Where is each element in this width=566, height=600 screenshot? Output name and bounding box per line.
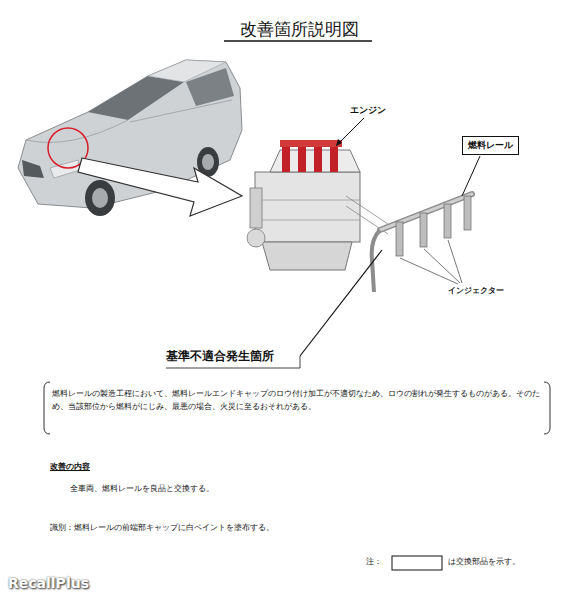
- part-label: インジェクター: [448, 286, 504, 297]
- note-text: は交換部品を示す。: [448, 557, 520, 568]
- leader-line: [300, 356, 301, 368]
- fuel-rail-illustration: [372, 194, 472, 292]
- watermark: RecallPlus: [8, 574, 89, 593]
- leader-line: [462, 156, 480, 196]
- label-underline: [166, 368, 300, 369]
- diagram-title: 改善箇所説明図: [224, 18, 374, 41]
- leader-line: [424, 249, 460, 283]
- leader-line: [448, 240, 462, 283]
- car-illustration: [18, 60, 242, 216]
- part-name: 燃料レール: [468, 139, 513, 152]
- leader-line: [400, 258, 458, 284]
- section-heading: 改善の内容: [50, 462, 90, 473]
- identification-note: 識別：燃料レールの前端部キャップに白ペイントを塗布する。: [50, 523, 274, 534]
- leader-line: [336, 118, 364, 146]
- defect-description: 燃料レールの製造工程において、燃料レールエンドキャップのロウ付け加工が不適切なた…: [52, 388, 542, 414]
- hollow-arrow: [78, 158, 242, 216]
- part-label: エンジン: [350, 104, 386, 116]
- leader-line: [300, 250, 382, 356]
- title-underline: [224, 40, 372, 42]
- bracket: [44, 382, 50, 434]
- remedy-text: 全車両、燃料レールを良品と交換する。: [70, 484, 214, 495]
- engine-illustration: [247, 140, 388, 270]
- sample-box: [392, 556, 442, 570]
- bracket: [544, 382, 550, 434]
- part-name-box: 燃料レール: [462, 136, 519, 155]
- defect-location-label: 基準不適合発生箇所: [166, 349, 274, 363]
- arrowhead: [336, 139, 342, 146]
- note-label: 注：: [366, 557, 382, 568]
